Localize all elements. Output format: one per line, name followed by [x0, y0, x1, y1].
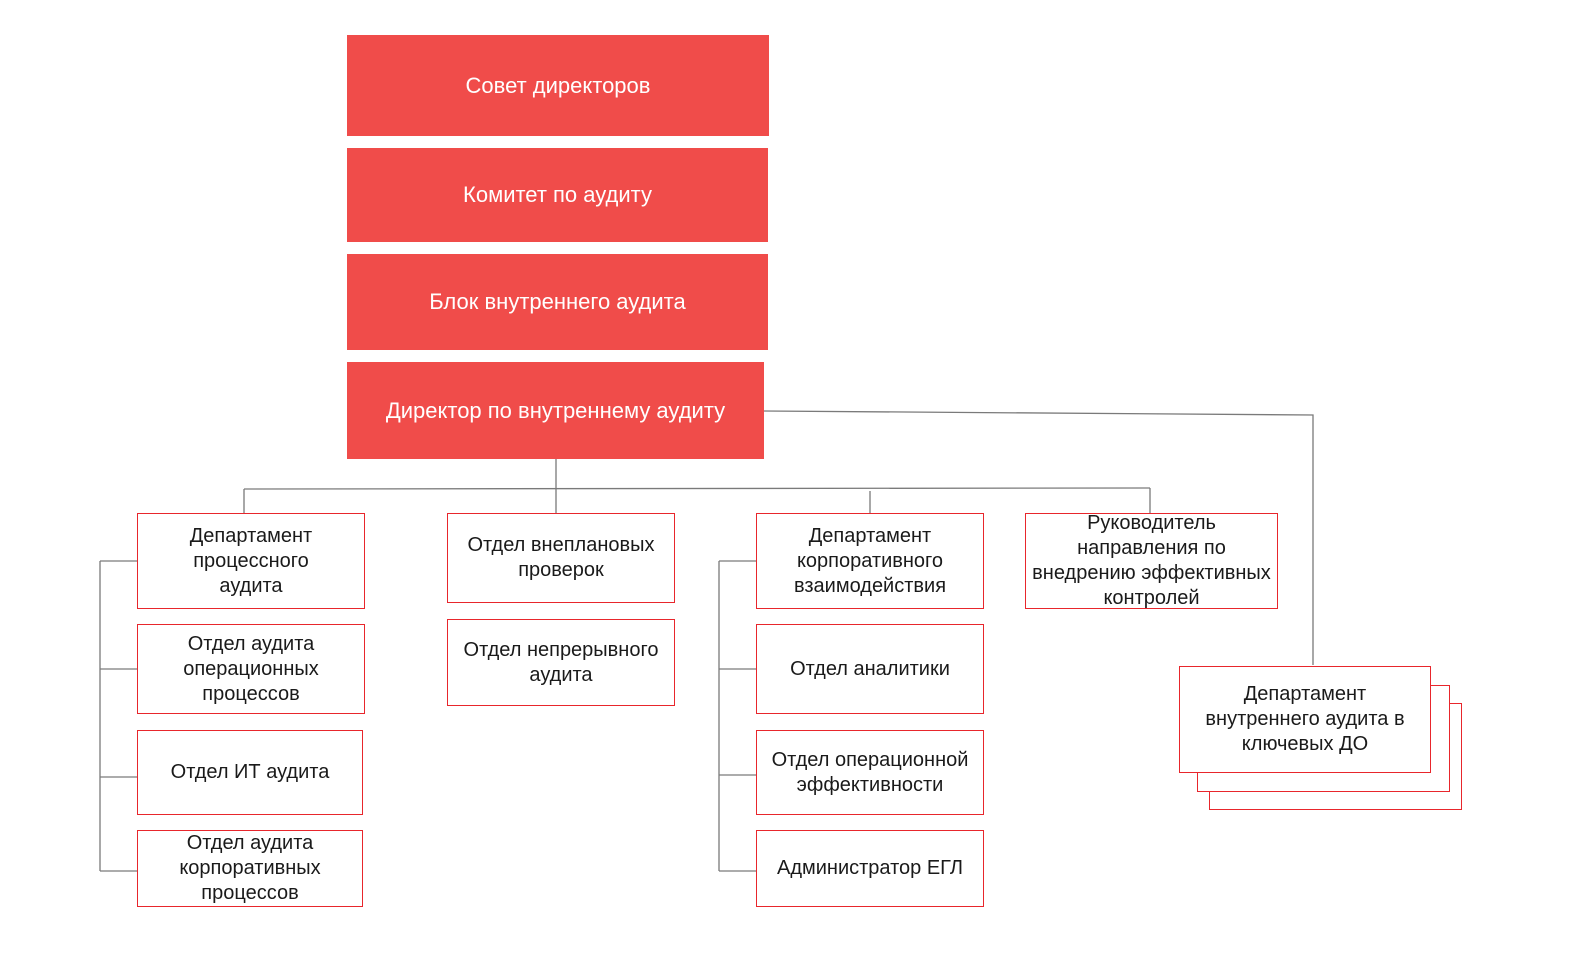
board-of-directors-box: Совет директоров [347, 35, 769, 136]
key-subsidiaries-audit-dept-box: Департамент внутреннего аудита в ключевы… [1179, 666, 1431, 773]
unplanned-checks-dept-label: Отдел внеплановых проверок [467, 534, 655, 581]
internal-audit-block-box: Блок внутреннего аудита [347, 254, 768, 350]
connector-bus [243, 487, 1151, 490]
process-audit-dept-label: Департамент процессного аудита [189, 524, 313, 597]
corporate-audit-dept-label: Отдел аудита корпоративных процессов [179, 832, 321, 904]
connector-director-to-do-dept [763, 410, 1314, 665]
egl-administrator-box: Администратор ЕГЛ [756, 830, 984, 907]
operational-efficiency-dept-box: Отдел операционной эффективности [756, 730, 984, 815]
egl-administrator-label: Администратор ЕГЛ [776, 857, 964, 879]
audit-committee-box: Комитет по аудиту [347, 148, 768, 242]
it-audit-dept-label: Отдел ИТ аудита [170, 761, 330, 783]
analytics-dept-box: Отдел аналитики [756, 624, 984, 714]
operational-efficiency-dept-label: Отдел операционной эффективности [771, 748, 969, 796]
corporate-interaction-dept-label: Департамент корпоративного взаимодействи… [793, 524, 947, 597]
corporate-audit-dept-box: Отдел аудита корпоративных процессов [137, 830, 363, 907]
it-audit-dept-box: Отдел ИТ аудита [137, 730, 363, 815]
corporate-interaction-dept-box: Департамент корпоративного взаимодействи… [756, 513, 984, 609]
analytics-dept-label: Отдел аналитики [790, 657, 950, 680]
operational-audit-dept-box: Отдел аудита операционных процессов [137, 624, 365, 714]
continuous-audit-dept-box: Отдел непрерывного аудита [447, 619, 675, 706]
continuous-audit-dept-label: Отдел непрерывного аудита [463, 638, 659, 686]
internal-audit-block-label: Блок внутреннего аудита [429, 289, 686, 315]
board-of-directors-label: Совет директоров [465, 72, 651, 98]
operational-audit-dept-label: Отдел аудита операционных процессов [183, 632, 319, 705]
internal-audit-director-box: Директор по внутреннему аудиту [347, 362, 764, 459]
process-audit-dept-box: Департамент процессного аудита [137, 513, 365, 609]
key-subsidiaries-audit-dept-label: Департамент внутреннего аудита в ключевы… [1205, 683, 1405, 755]
internal-audit-director-label: Директор по внутреннему аудиту [385, 397, 726, 423]
audit-committee-label: Комитет по аудиту [463, 182, 652, 208]
controls-implementation-head-label: Руководитель направления по внедрению эф… [1032, 512, 1271, 609]
controls-implementation-head-box: Руководитель направления по внедрению эф… [1025, 512, 1278, 609]
unplanned-checks-dept-box: Отдел внеплановых проверок [447, 513, 675, 603]
